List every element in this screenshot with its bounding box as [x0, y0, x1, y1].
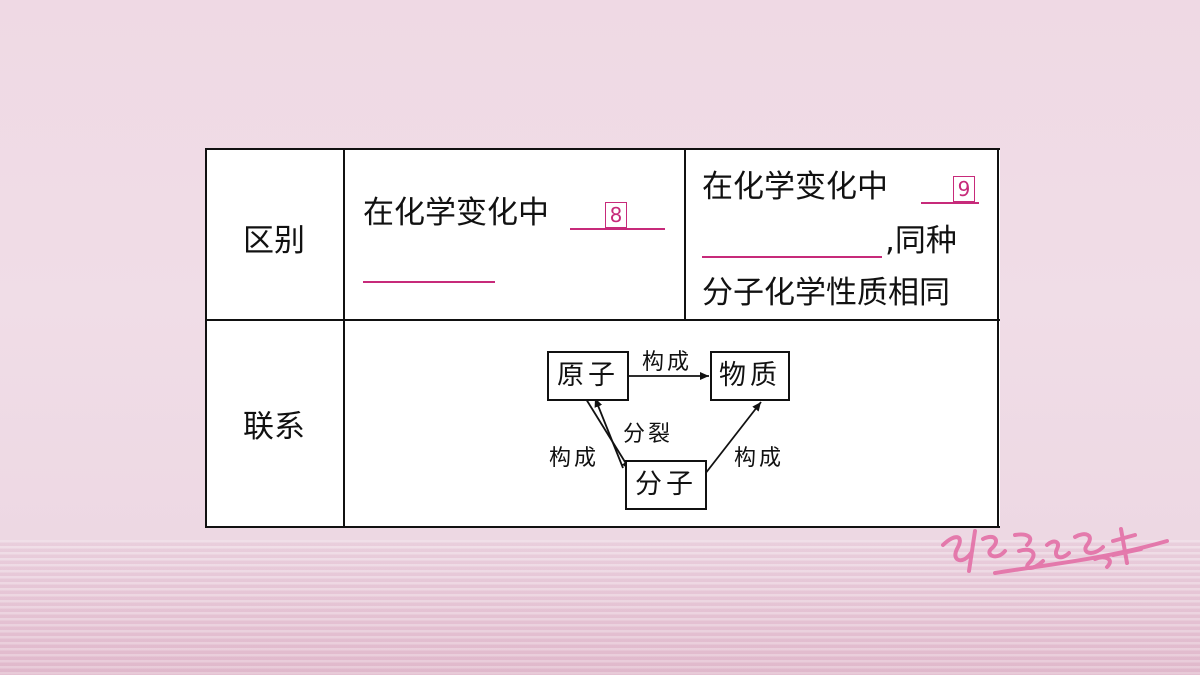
blank-line-9b	[702, 256, 882, 258]
row-label-relation: 联系	[243, 409, 305, 445]
arrow-atom-to-molecule	[585, 398, 631, 471]
blank-number-8: 8	[605, 202, 627, 228]
blank-line-9a	[921, 202, 979, 204]
table-col-divider-2	[684, 150, 686, 320]
molecule-difference-line3: 分子化学性质相同	[702, 275, 950, 311]
molecule-difference-line1: 在化学变化中	[702, 169, 888, 205]
blank-line-8a	[570, 228, 665, 230]
table-col-divider-1	[343, 150, 345, 526]
node-substance: 物质	[710, 351, 790, 401]
signature-logo	[941, 527, 1169, 575]
arrow-molecule-to-substance	[704, 401, 762, 475]
background-floor	[0, 540, 1200, 675]
relation-arrows	[585, 372, 762, 475]
arrow-molecule-split	[594, 397, 624, 469]
edge-label-molecule-split: 分裂	[623, 422, 674, 447]
node-molecule: 分子	[625, 460, 707, 510]
node-atom: 原子	[547, 351, 629, 401]
edge-label-atom-substance: 构成	[642, 350, 693, 375]
edge-label-molecule-substance: 构成	[734, 446, 785, 471]
comparison-table: 区别 在化学变化中 8 在化学变化中 9 ,同种 分子化学性质相同 联系 原子 …	[205, 148, 1000, 528]
table-row-divider	[205, 319, 1000, 321]
atom-difference-text: 在化学变化中	[363, 195, 549, 231]
table-right-border	[997, 150, 999, 526]
table-left-border	[205, 150, 207, 526]
blank-line-8b	[363, 281, 495, 283]
row-label-difference: 区别	[243, 223, 305, 259]
blank-number-9: 9	[953, 176, 975, 202]
edge-label-atom-molecule: 构成	[549, 446, 600, 471]
molecule-difference-line2-suffix: ,同种	[885, 223, 957, 259]
